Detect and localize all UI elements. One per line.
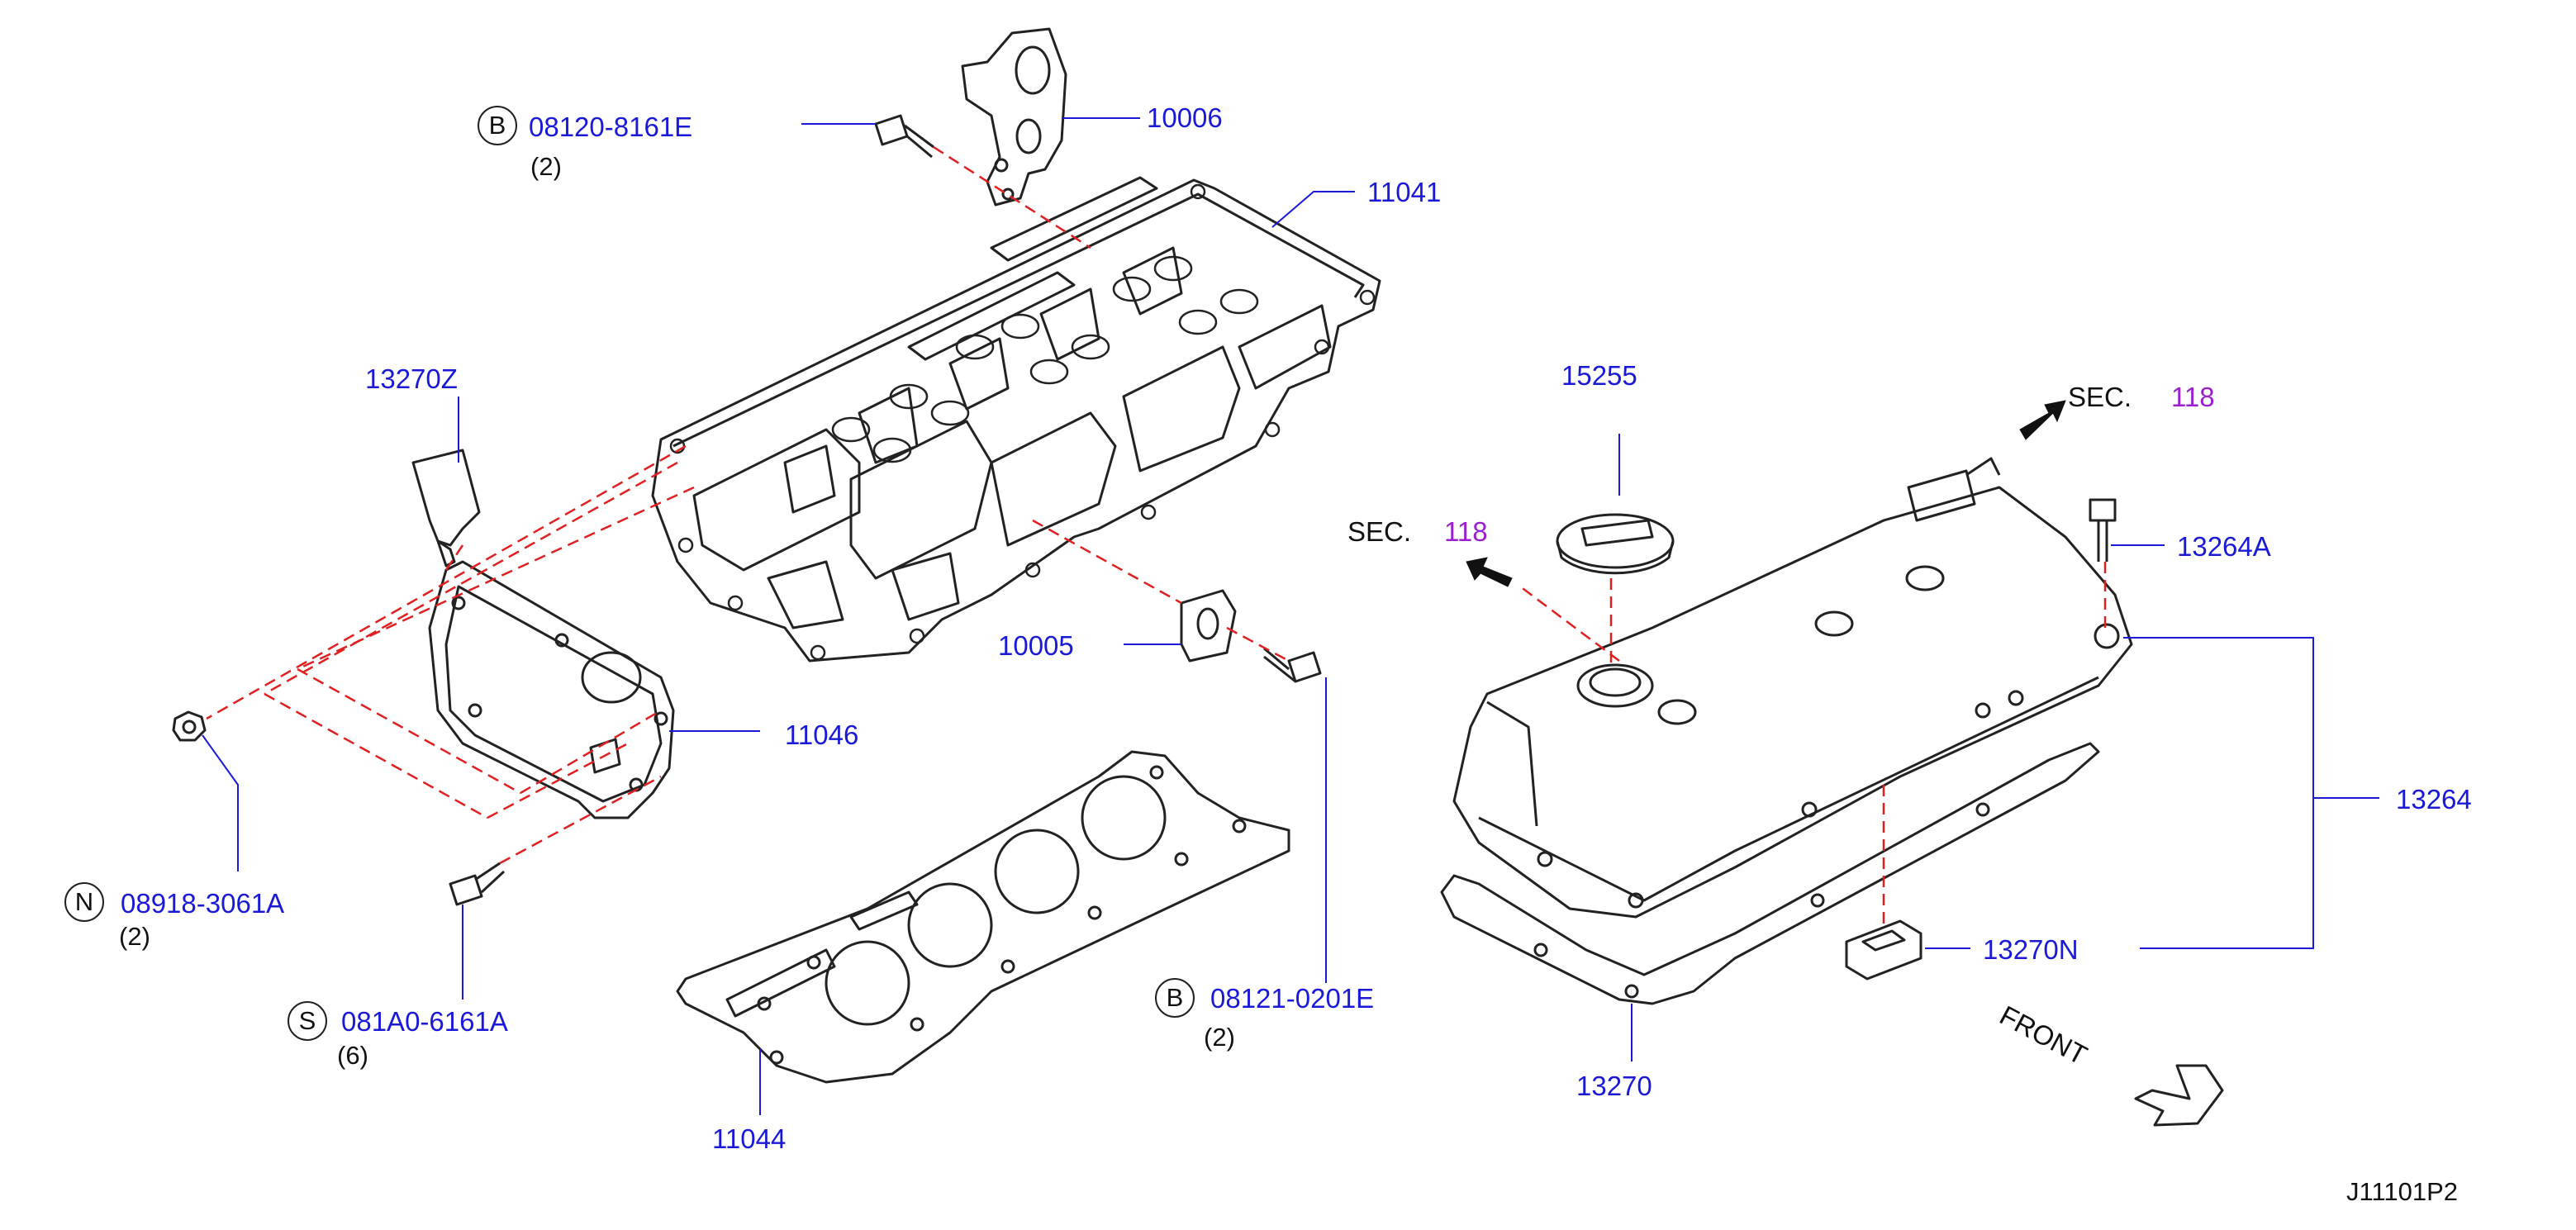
part-number-11041[interactable]: 11041 [1367,177,1442,207]
cylinder-head-drawing [651,176,1381,662]
dashed-connectors [206,145,2107,925]
quantity-08121-0201E: (2) [1204,1023,1235,1052]
section-ref-number-left[interactable]: 118 [1444,516,1488,547]
part-number-13264[interactable]: 13264 [2396,784,2472,814]
part-number-08121-0201E[interactable]: 08121-0201E [1210,983,1375,1014]
head-gasket-drawing [676,750,1290,1084]
front-arrow-icon [2134,1064,2224,1127]
bracket-10006-drawing [961,27,1067,207]
arrow-icon [1466,400,2066,587]
symbol-b-top: B [478,106,517,145]
part-number-11044[interactable]: 11044 [712,1123,787,1154]
quantity-081A0-6161A: (6) [337,1041,368,1070]
part-number-10006[interactable]: 10006 [1147,102,1223,133]
part-number-13270Z[interactable]: 13270Z [365,363,458,394]
leader-lines [202,117,2379,1115]
rocker-cover-gasket-drawing [1440,742,2100,1005]
sealant-tube-drawing [411,449,481,568]
section-ref-text-top: SEC. [2068,382,2132,412]
oil-cap-drawing [1556,513,1675,575]
symbol-b-bottom: B [1155,978,1195,1018]
cylinder-head-holes [669,183,1376,661]
symbol-s: S [288,1001,327,1041]
spacer-10005-drawing [1180,589,1237,662]
symbol-n: N [64,882,104,922]
front-cover-drawing [428,560,675,819]
part-number-13270[interactable]: 13270 [1576,1071,1652,1101]
rocker-cover-drawing [1452,457,2133,919]
part-number-13270N[interactable]: 13270N [1983,934,2079,965]
part-number-10005[interactable]: 10005 [998,630,1074,661]
part-number-15255[interactable]: 15255 [1561,360,1637,391]
grommet-drawing [1845,919,1922,981]
quantity-08120-8161E: (2) [530,152,562,181]
part-number-11046[interactable]: 11046 [785,719,859,750]
section-ref-number-top[interactable]: 118 [2171,382,2215,412]
section-ref-text-left: SEC. [1347,516,1412,547]
part-number-081A0-6161A[interactable]: 081A0-6161A [341,1006,508,1037]
diagram-code: J11101P2 [2346,1177,2459,1206]
part-number-08918-3061A[interactable]: 08918-3061A [121,888,285,919]
bolt-drawings [449,114,2117,906]
part-number-08120-8161E[interactable]: 08120-8161E [529,112,693,142]
part-number-13264A[interactable]: 13264A [2177,531,2271,562]
nut-drawing [172,710,207,742]
quantity-08918-3061A: (2) [119,922,150,951]
